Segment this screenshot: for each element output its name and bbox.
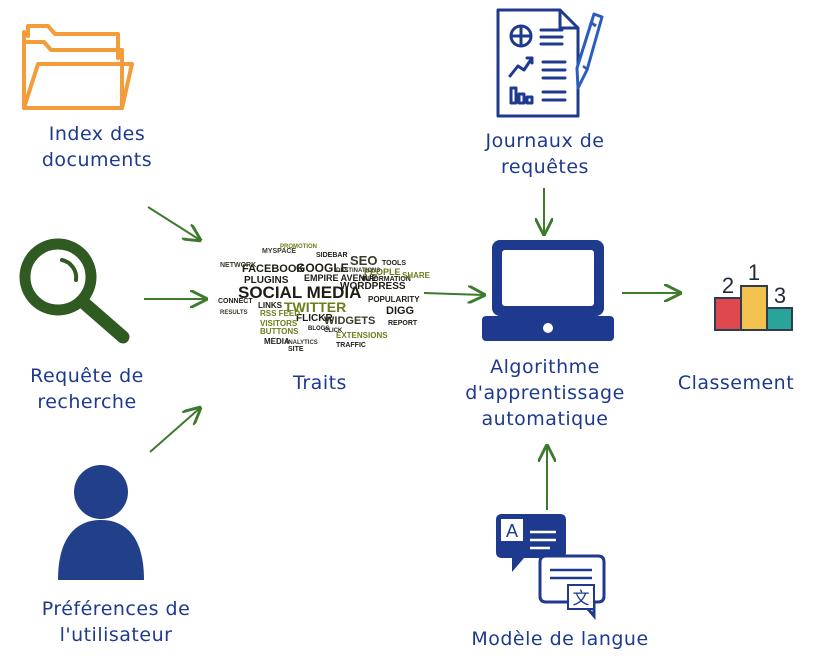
cloud-word: DESTINATIONS (336, 268, 381, 274)
arrow-preferences-to-traits (149, 408, 200, 453)
cloud-word: SITE (288, 346, 304, 353)
cloud-word: DIGG (386, 305, 415, 317)
cloud-word: VISITORS (260, 319, 298, 328)
label-line: Index des (48, 123, 146, 145)
label-traits: Traits (260, 370, 380, 396)
cloud-word: BLOGS (308, 326, 330, 332)
cloud-word: TRAFFIC (336, 342, 366, 349)
arrow-traits-to-algo (423, 293, 484, 295)
label-line: documents (41, 149, 153, 171)
label-line: l'utilisateur (59, 624, 173, 646)
label-line: Journaux de (485, 130, 605, 152)
cloud-word: MEDIA (264, 337, 290, 346)
cloud-word: FLICKR (296, 313, 333, 324)
cloud-word: TOOLS (382, 260, 406, 267)
cloud-word: SIDEBAR (316, 252, 348, 259)
podium-first-label: 1 (748, 260, 760, 285)
cloud-word: INFORMATION (362, 276, 411, 283)
cloud-word: SEO (350, 253, 378, 268)
cloud-word: BUTTONS (260, 327, 299, 336)
label-journaux-de-requetes: Journaux de requêtes (450, 128, 640, 180)
cloud-word: CONNECT (218, 298, 253, 305)
translate-latin-glyph: A (506, 521, 518, 541)
cloud-word: EXTENSIONS (336, 331, 388, 340)
translate-cjk-glyph: 文 (573, 589, 590, 609)
label-classement: Classement (656, 370, 816, 396)
cloud-word: GOOGLE (296, 261, 349, 275)
arrow-index-to-traits (147, 206, 200, 240)
cloud-word: POPULARITY (368, 295, 420, 304)
cloud-word: WORDPRESS (340, 281, 406, 292)
label-line: requêtes (501, 156, 589, 178)
label-line: recherche (37, 391, 137, 413)
cloud-word: PLUGINS (244, 275, 289, 286)
cloud-word: FACEBOOK (242, 263, 305, 275)
label-requete-de-recherche: Requête de recherche (2, 363, 172, 415)
cloud-word: REPORT (388, 320, 418, 327)
label-modele-de-langue: Modèle de langue (440, 626, 680, 652)
cloud-word: LINKS (258, 301, 282, 310)
cloud-word: PROMOTION (280, 244, 317, 250)
podium-second-label: 2 (722, 273, 734, 298)
cloud-word: SHARE (402, 271, 431, 280)
label-line: Classement (677, 372, 795, 394)
cloud-word: SOCIAL MEDIA (238, 283, 362, 302)
label-preferences-utilisateur: Préférences de l'utilisateur (6, 596, 226, 648)
cloud-word: TWITTER (284, 299, 347, 315)
label-line: Traits (293, 372, 347, 394)
cloud-word: EMPIRE AVENUE (304, 273, 378, 283)
label-algorithme: Algorithme d'apprentissage automatique (440, 354, 650, 432)
label-line: Requête de (30, 365, 144, 387)
cloud-word: NETWORK (220, 262, 257, 269)
word-cloud: SOCIAL MEDIA TWITTER FACEBOOK GOOGLE SEO… (216, 232, 430, 356)
label-line: Modèle de langue (471, 628, 649, 650)
label-line: Algorithme (490, 356, 600, 378)
cloud-word: RSS FEED (260, 309, 301, 318)
label-index-des-documents: Index des documents (12, 121, 182, 173)
cloud-word: RESULTS (220, 310, 248, 316)
cloud-word: ANALYTICS (284, 340, 318, 346)
cloud-word: MYSPACE (262, 248, 297, 255)
podium-third-label: 3 (774, 283, 786, 308)
cloud-word: PEOPLE (364, 267, 401, 277)
label-line: automatique (481, 408, 609, 430)
label-line: d'apprentissage (465, 382, 625, 404)
label-line: Préférences de (41, 598, 191, 620)
cloud-word: WIDGETS (324, 315, 376, 327)
cloud-word: CLICK (324, 328, 343, 334)
